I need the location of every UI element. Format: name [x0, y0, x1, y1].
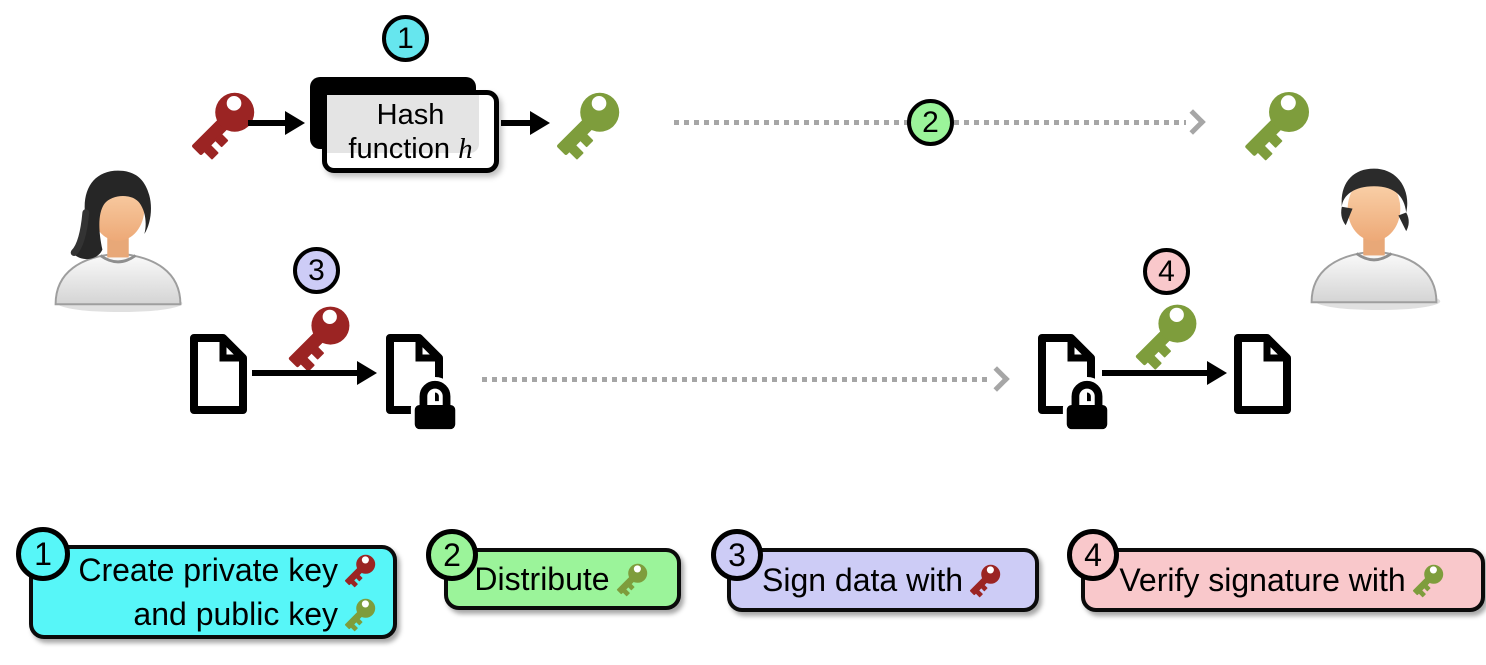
hash-function-box: Hash function h [322, 90, 499, 173]
arrow-key-to-hash [248, 111, 305, 135]
arrow-sign [252, 361, 377, 385]
legend-item-2: 2 Distribute [426, 529, 681, 610]
legend-badge-1: 1 [16, 527, 70, 581]
legend-1-line-2: and public key [133, 592, 379, 636]
document-icon [186, 331, 250, 417]
legend-2-line: Distribute [474, 557, 650, 601]
public-key-received-icon [1237, 84, 1317, 164]
legend-item-1: 1 Create private key and public key [16, 527, 397, 639]
hash-box-label: Hash function h [327, 95, 494, 168]
arrow-verify [1102, 361, 1227, 385]
public-key-icon [341, 595, 379, 633]
legend-badge-2: 2 [426, 529, 478, 581]
step-badge-3: 3 [293, 247, 340, 294]
lock-icon [408, 377, 462, 433]
step-badge-2: 2 [907, 99, 954, 146]
hash-box-inner-panel [327, 95, 479, 153]
verified-document-icon [1230, 331, 1294, 417]
private-key-icon [341, 551, 379, 589]
legend-4-line: Verify signature with [1119, 558, 1446, 602]
legend-3-line: Sign data with [762, 558, 1004, 602]
legend-item-4: 4 Verify signature with [1067, 529, 1485, 612]
signing-private-key-icon [281, 299, 357, 375]
legend-item-3: 3 Sign data with [711, 529, 1039, 612]
hash-variable: h [458, 132, 473, 165]
hash-line2: function h [348, 132, 473, 165]
person-male-icon [1296, 154, 1452, 314]
legend-badge-3: 3 [711, 529, 763, 581]
private-key-icon [966, 561, 1004, 599]
step-badge-1: 1 [382, 15, 429, 62]
arrow-hash-to-key [501, 111, 550, 135]
public-key-icon [1409, 561, 1447, 599]
person-female-icon [40, 156, 196, 316]
hash-line1: Hash [376, 98, 445, 131]
legend-1-line-1: Create private key [78, 548, 379, 592]
received-lock-icon [1060, 377, 1114, 433]
step-badge-4: 4 [1143, 248, 1190, 295]
verifying-public-key-icon [1128, 297, 1204, 373]
public-key-icon [549, 85, 627, 163]
public-key-icon [613, 560, 651, 598]
legend-badge-4: 4 [1067, 529, 1119, 581]
dotted-arrow-send-document [482, 377, 990, 382]
